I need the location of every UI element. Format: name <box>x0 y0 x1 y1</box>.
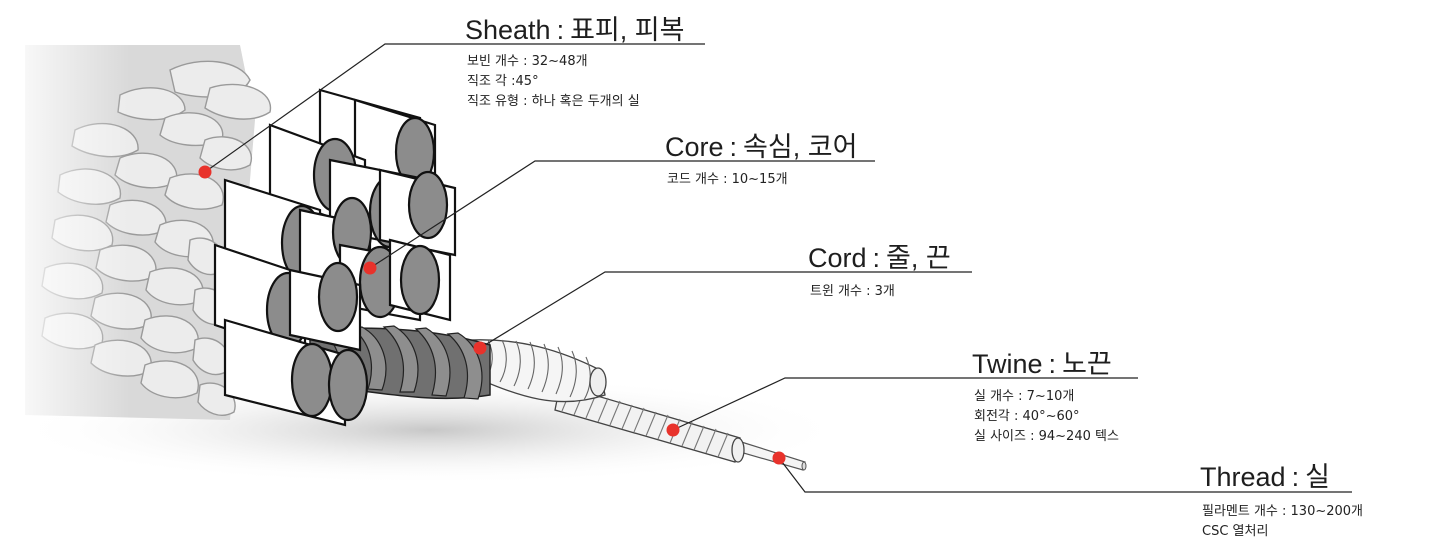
core-cylinders <box>213 88 457 427</box>
thread-korean: 실 <box>1305 462 1330 492</box>
core-details: 코드 개수 : 10~15개 <box>667 170 788 190</box>
sheath-title: Sheath:표피, 피복 <box>465 8 684 47</box>
cord-leader-line <box>479 271 972 349</box>
markers <box>198 165 786 465</box>
thread-title: Thread:실 <box>1200 455 1330 494</box>
twine-term: Twine <box>972 349 1043 379</box>
core-detail-cords: 코드 개수 : 10~15개 <box>667 172 788 187</box>
core-title: Core:속심, 코어 <box>665 125 857 164</box>
sheath-korean: 표피, 피복 <box>570 15 685 45</box>
cord-korean: 줄, 끈 <box>886 243 951 273</box>
twine-korean: 노끈 <box>1062 349 1112 379</box>
cord-detail-twines: 트윈 개수 : 3개 <box>810 284 895 299</box>
sheath-fade <box>20 40 130 420</box>
cord-separator: : <box>872 243 881 273</box>
cord-term: Cord <box>808 243 867 273</box>
thread-separator: : <box>1291 462 1300 492</box>
twine-detail-rotation: 회전각 : 40°~60° <box>974 409 1080 424</box>
twine-details: 실 개수 : 7~10개 회전각 : 40°~60° 실 사이즈 : 94~24… <box>974 387 1119 447</box>
thread-leader-line <box>778 457 1352 493</box>
sheath-separator: : <box>556 15 565 45</box>
core-separator: : <box>729 132 738 162</box>
twine-separator: : <box>1048 349 1057 379</box>
sheath-details: 보빈 개수 : 32~48개 직조 각 :45° 직조 유형 : 하나 혹은 두… <box>467 52 640 112</box>
sheath-leader-line <box>204 43 705 173</box>
core-term: Core <box>665 132 724 162</box>
sheath-detail-angle: 직조 각 :45° <box>467 74 539 89</box>
thread-details: 필라멘트 개수 : 130~200개 CSC 열처리 <box>1202 502 1363 542</box>
core-marker <box>363 261 377 275</box>
twine-leader-line <box>672 377 1138 431</box>
sheath-marker <box>198 165 212 179</box>
cord-details: 트윈 개수 : 3개 <box>810 282 895 302</box>
twine-detail-threads: 실 개수 : 7~10개 <box>974 389 1075 404</box>
sheath-detail-type: 직조 유형 : 하나 혹은 두개의 실 <box>467 94 640 109</box>
twine-title: Twine:노끈 <box>972 342 1112 381</box>
sheath-detail-bobbins: 보빈 개수 : 32~48개 <box>467 54 588 69</box>
core-korean: 속심, 코어 <box>743 132 858 162</box>
cord-strands <box>469 339 607 403</box>
twine-detail-size: 실 사이즈 : 94~240 텍스 <box>974 429 1119 444</box>
thread-term: Thread <box>1200 462 1286 492</box>
thread-detail-treatment: CSC 열처리 <box>1202 524 1269 539</box>
leader-lines <box>204 43 1352 493</box>
sheath-term: Sheath <box>465 15 551 45</box>
twine-marker <box>666 423 680 437</box>
cord-marker <box>473 341 487 355</box>
core-leader-line <box>369 160 875 269</box>
cord-title: Cord:줄, 끈 <box>808 236 951 275</box>
thread-marker <box>772 451 786 465</box>
thread-detail-filaments: 필라멘트 개수 : 130~200개 <box>1202 504 1364 519</box>
